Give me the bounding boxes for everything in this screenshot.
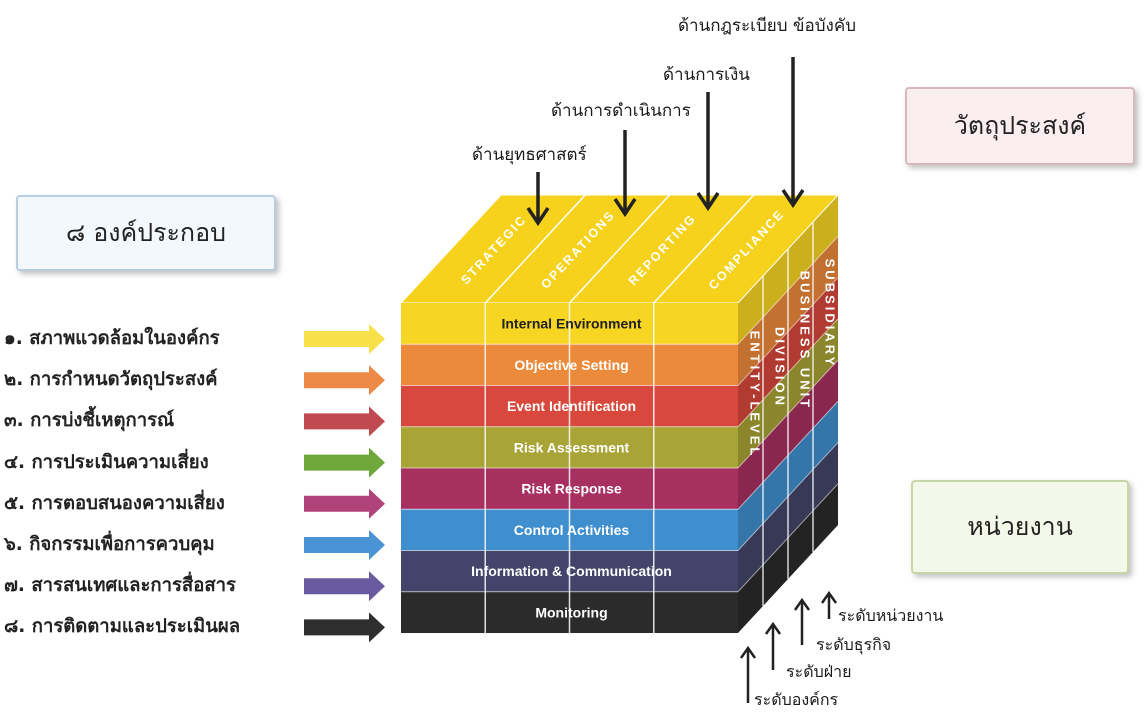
component-item: ๔. การประเมินความเสี่ยง: [4, 451, 209, 473]
component-arrow: [304, 447, 385, 478]
layer-label: Event Identification: [507, 398, 636, 414]
side-band-line: [737, 235, 839, 345]
unit-label-business-level: ระดับธุรกิจ: [816, 635, 892, 654]
component-item: ๖. กิจกรรมเพื่อการควบคุม: [4, 534, 215, 556]
component-item: ๓. การบ่งชี้เหตุการณ์: [4, 410, 175, 432]
side-dimension-label: SUBSIDIARY: [823, 259, 838, 369]
top-divider: [568, 194, 671, 304]
component-arrow: [304, 612, 385, 643]
top-divider: [653, 194, 755, 304]
side-band-line: [737, 277, 839, 386]
layer-label: Monitoring: [535, 604, 607, 620]
component-arrow: [304, 365, 385, 396]
component-item: ๒. การกำหนดวัตถุประสงค์: [4, 369, 218, 391]
layer-label: Risk Response: [521, 481, 622, 497]
component-arrow: [304, 530, 385, 560]
side-band-line: [737, 318, 839, 428]
up-arrow-head: [820, 590, 838, 604]
objective-label-strategic: ด้านยุทธศาสตร์: [472, 145, 587, 165]
side-dimension-label: BUSINESS UNIT: [798, 271, 813, 410]
component-arrow: [304, 488, 385, 519]
down-arrow-head: [613, 198, 637, 218]
component-arrow: [304, 406, 385, 437]
up-arrow-head: [764, 621, 782, 635]
objective-label-operations: ด้านการดำเนินการ: [551, 101, 691, 121]
objectives-box: วัตถุประสงค์: [905, 87, 1135, 165]
objective-label-financial: ด้านการเงิน: [663, 65, 750, 85]
layer-label: Information & Communication: [471, 563, 672, 579]
component-arrow: [304, 571, 385, 602]
component-item: ๘. การติดตามและประเมินผล: [4, 616, 241, 638]
up-arrow-head: [793, 597, 811, 611]
component-item: ๕. การตอบสนองความเสี่ยง: [4, 492, 225, 514]
layer-label: Internal Environment: [501, 316, 641, 332]
components-list: ๑. สภาพแวดล้อมในองค์กร ๒. การกำหนดวัตถุป…: [0, 318, 300, 648]
top-divider: [484, 194, 586, 304]
side-dimension-label: ENTITY-LEVEL: [748, 331, 763, 459]
side-band-line: [737, 442, 839, 551]
component-item: ๑. สภาพแวดล้อมในองค์กร: [4, 328, 220, 350]
side-band-line: [737, 400, 839, 510]
objective-label-compliance: ด้านกฎระเบียบ ข้อบังคับ: [678, 16, 857, 36]
side-band-line: [737, 359, 839, 469]
component-arrow: [304, 324, 385, 354]
down-arrow-head: [696, 192, 720, 212]
side-band-line: [737, 483, 839, 593]
units-box: หน่วยงาน: [911, 480, 1129, 574]
layer-label: Control Activities: [514, 522, 630, 538]
down-arrow-head: [781, 189, 805, 209]
down-arrow-head: [526, 207, 550, 227]
unit-label-organization-level: ระดับองค์กร: [754, 690, 839, 709]
layer-label: Risk Assessment: [514, 439, 630, 455]
components-box: ๘ องค์ประกอบ: [16, 195, 276, 271]
component-item: ๗. สารสนเทศและการสื่อสาร: [4, 575, 236, 597]
layer-label: Objective Setting: [514, 357, 628, 373]
side-dimension-label: DIVISION: [773, 327, 788, 408]
up-arrow-head: [739, 645, 757, 659]
unit-label-division-level: ระดับฝ่าย: [786, 662, 852, 681]
unit-label-business-unit-level: ระดับหน่วยงาน: [838, 606, 944, 625]
